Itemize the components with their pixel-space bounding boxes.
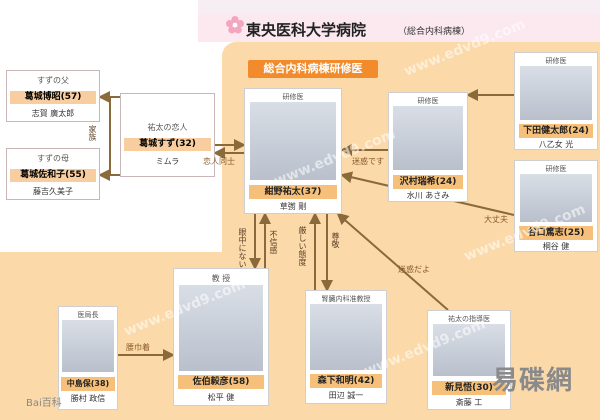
niimi-role: 祐太の指導医 <box>448 315 490 323</box>
taniguchi-card: 研修医 谷口篤志(25) 桐谷 健 <box>514 160 598 252</box>
sawamura-role: 研修医 <box>417 97 439 105</box>
relation-meiwaku-1: 迷惑です <box>352 157 384 166</box>
relation-kibishii: 厳しい態度 <box>298 226 307 266</box>
main-photo <box>250 102 336 180</box>
sawamura-name: 沢村瑞希(24) <box>393 175 463 189</box>
header-band <box>198 14 600 42</box>
saeki-name: 佐伯毅彦(58) <box>178 375 264 389</box>
sawamura-card: 研修医 沢村瑞希(24) 水川 あさみ <box>388 92 468 202</box>
niimi-actor: 斎藤 工 <box>455 398 483 407</box>
family-label: 家族 <box>88 125 97 141</box>
niimi-name: 新見悟(30) <box>432 381 506 395</box>
resident-group-tag: 総合内科病棟研修医 <box>248 60 378 78</box>
relation-daijoubu: 大丈夫 <box>484 215 508 224</box>
father-actor: 志賀 廣太郎 <box>31 109 75 118</box>
nakajima-card: 医局長 中島保(38) 勝村 政信 <box>58 306 118 410</box>
lover-role: 祐太の恋人 <box>147 123 188 132</box>
main-actor: 草彅 剛 <box>279 202 307 211</box>
mother-role: すずの母 <box>37 154 69 163</box>
page-subtitle: （総合内科病棟） <box>398 27 471 37</box>
flower-icon <box>226 16 244 34</box>
shimoda-photo <box>520 66 592 120</box>
nakajima-actor: 勝村 政信 <box>70 394 106 403</box>
saeki-role: 教 授 <box>211 274 231 283</box>
father-name: 葛城博昭(57) <box>10 91 96 104</box>
morishita-role: 腎臓内科准教授 <box>321 295 371 303</box>
nakajima-role: 医局長 <box>77 311 99 319</box>
father-card: すずの父 葛城博昭(57) 志賀 廣太郎 <box>6 70 100 122</box>
main-name: 紺野祐太(37) <box>249 185 337 199</box>
morishita-actor: 田辺 誠一 <box>328 391 364 400</box>
lover-card: 祐太の恋人 葛城すず(32) ミムラ <box>120 93 215 177</box>
lover-name: 葛城すず(32) <box>124 138 211 151</box>
saeki-card: 教 授 佐伯毅彦(58) 松平 健 <box>173 268 269 406</box>
mother-name: 葛城佐和子(55) <box>10 169 96 182</box>
relation-meiwaku-2: 迷惑だよ <box>398 265 430 274</box>
niimi-card: 祐太の指導医 新見悟(30) 斎藤 工 <box>427 310 511 410</box>
shimoda-actor: 八乙女 光 <box>538 140 574 149</box>
relation-sonkei: 尊敬 <box>331 232 340 248</box>
relation-lovers: 恋人同士 <box>203 157 235 166</box>
sawamura-actor: 水川 あさみ <box>406 191 450 200</box>
relation-fushin: 不信感 <box>269 230 278 254</box>
taniguchi-actor: 桐谷 健 <box>542 242 570 251</box>
main-character-card: 研修医 紺野祐太(37) 草彅 剛 <box>244 88 342 214</box>
shimoda-name: 下田健太郎(24) <box>519 124 593 138</box>
page-title: 東央医科大学病院 <box>246 21 367 39</box>
lover-actor: ミムラ <box>155 157 180 166</box>
shimoda-card: 研修医 下田健太郎(24) 八乙女 光 <box>514 52 598 150</box>
nakajima-photo <box>62 320 114 372</box>
father-role: すずの父 <box>37 76 69 85</box>
taniguchi-name: 谷口篤志(25) <box>519 226 593 240</box>
niimi-photo <box>433 324 505 376</box>
relation-koshiginchaku: 腰巾着 <box>126 343 150 352</box>
sawamura-photo <box>393 106 463 170</box>
mother-card: すずの母 葛城佐和子(55) 藤吉久美子 <box>6 148 100 200</box>
shimoda-role: 研修医 <box>545 57 567 65</box>
taniguchi-role: 研修医 <box>545 165 567 173</box>
morishita-card: 腎臓内科准教授 森下和明(42) 田辺 誠一 <box>305 290 387 404</box>
saeki-photo <box>179 285 263 371</box>
brand-logo: 易碟網 <box>492 366 574 396</box>
taniguchi-photo <box>520 174 592 222</box>
nakajima-name: 中島保(38) <box>61 377 115 391</box>
main-role: 研修医 <box>282 93 304 101</box>
mother-actor: 藤吉久美子 <box>33 187 73 196</box>
morishita-photo <box>310 304 382 370</box>
saeki-actor: 松平 健 <box>207 393 235 402</box>
baidu-watermark: Bai百科 <box>26 398 62 409</box>
morishita-name: 森下和明(42) <box>310 374 382 388</box>
relation-hanshi: 眼中にない <box>238 228 247 268</box>
